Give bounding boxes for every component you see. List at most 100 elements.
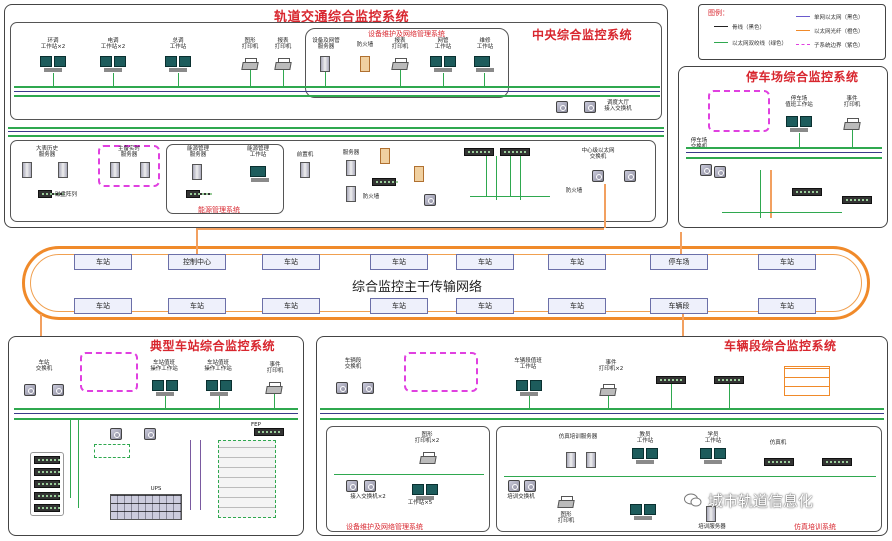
ring-top-node-1[interactable]: 车站 — [74, 254, 132, 270]
interface-server-icon-a[interactable] — [346, 160, 356, 176]
lower-array-icon[interactable] — [372, 178, 398, 186]
energy-array-icon[interactable] — [186, 190, 212, 198]
lower-switch-icon[interactable] — [424, 194, 436, 206]
station-dev-1[interactable] — [34, 456, 60, 464]
station-switch-icon-a[interactable] — [24, 384, 36, 396]
disk-array-icon[interactable] — [38, 190, 64, 198]
yard-switch-icon-a[interactable] — [336, 382, 348, 394]
power-workstation-icon[interactable] — [100, 56, 126, 73]
fep-label: 前置机 — [296, 152, 314, 158]
station-dev-5[interactable] — [34, 504, 60, 512]
depot-rack-a[interactable] — [792, 188, 822, 196]
depot-boundary — [708, 90, 770, 132]
station-printer-icon[interactable] — [265, 382, 283, 394]
yard-printer-icon[interactable] — [599, 384, 617, 396]
station-workstation-icon-b[interactable] — [206, 380, 232, 397]
history-server-icon-a[interactable] — [22, 162, 32, 178]
sim-rack-a[interactable] — [764, 458, 794, 466]
history-server-icon-b[interactable] — [58, 162, 68, 178]
teacher-workstation-icon[interactable] — [632, 448, 658, 465]
station-dev-3[interactable] — [34, 480, 60, 488]
interface-server-icon-b[interactable] — [346, 186, 356, 202]
rack-b[interactable] — [500, 148, 530, 156]
student-workstation-icon[interactable] — [700, 448, 726, 465]
legend-entry-1: 骨线（黑色） — [732, 25, 766, 31]
nms-workstation-icon[interactable] — [430, 56, 456, 73]
train-server-icon[interactable] — [706, 506, 716, 522]
realtime-server-icon-a[interactable] — [110, 162, 120, 178]
ring-top-node-2[interactable]: 控制中心 — [168, 254, 226, 270]
yard-graphic-printer-icon[interactable] — [419, 452, 437, 464]
yard-mgmt-workstation[interactable] — [412, 484, 438, 501]
train-switch-b[interactable] — [524, 480, 536, 492]
hall-switch-icon-b[interactable] — [584, 101, 596, 113]
sim-server-icon-a[interactable] — [566, 452, 576, 468]
station-fep-rack[interactable] — [254, 428, 284, 436]
ring-top-node-7[interactable]: 停车场 — [650, 254, 708, 270]
maint-workstation-icon[interactable] — [474, 56, 494, 73]
ring-bottom-node-1[interactable]: 车站 — [74, 298, 132, 314]
yard-switch-icon-b[interactable] — [362, 382, 374, 394]
station-workstation-icon-a[interactable] — [152, 380, 178, 397]
central-lower-panel — [10, 140, 656, 222]
sim-rack-b[interactable] — [822, 458, 852, 466]
env-workstation-icon[interactable] — [40, 56, 66, 73]
fep-panel[interactable] — [218, 440, 276, 518]
energy-server-icon[interactable] — [192, 164, 202, 180]
lower-firewall-icon-a[interactable] — [380, 148, 390, 164]
legend-title: 图例： — [708, 9, 729, 17]
mgmt-server-icon[interactable] — [320, 56, 330, 72]
yard-rack-b[interactable] — [714, 376, 744, 384]
report-printer-icon[interactable] — [274, 58, 292, 70]
energy-system-label: 能源管理系统 — [198, 206, 240, 214]
io-module-grid[interactable] — [110, 494, 182, 520]
fep-icon[interactable] — [300, 162, 310, 178]
station-dev-4[interactable] — [34, 492, 60, 500]
ring-top-node-5[interactable]: 车站 — [456, 254, 514, 270]
energy-workstation-icon[interactable] — [250, 166, 269, 183]
ring-bottom-node-8[interactable]: 车站 — [758, 298, 816, 314]
mgmt-system-label: 设备维护及网络管理系统 — [368, 30, 445, 38]
yard-rack-a[interactable] — [656, 376, 686, 384]
graphic-printer-icon[interactable] — [241, 58, 259, 70]
depot-switch-icon-a[interactable] — [700, 164, 712, 176]
ring-top-node-6[interactable]: 车站 — [548, 254, 606, 270]
station-sub-switch-b[interactable] — [144, 428, 156, 440]
rack-a[interactable] — [464, 148, 494, 156]
ring-top-node-8[interactable]: 车站 — [758, 254, 816, 270]
station-sub-switch-a[interactable] — [110, 428, 122, 440]
ring-top-node-3[interactable]: 车站 — [262, 254, 320, 270]
ring-bottom-node-5[interactable]: 车站 — [456, 298, 514, 314]
ring-bottom-node-3[interactable]: 车站 — [262, 298, 320, 314]
yard-workstation-icon[interactable] — [516, 380, 542, 397]
depot-workstation-icon[interactable] — [786, 116, 812, 133]
graphic-printer-label: 图形 打印机 — [241, 38, 259, 50]
ring-bottom-node-7[interactable]: 车辆段 — [650, 298, 708, 314]
yard-access-switch-b[interactable] — [364, 480, 376, 492]
depot-printer-icon[interactable] — [843, 118, 861, 130]
chief-workstation-icon[interactable] — [165, 56, 191, 73]
train-printer-icon[interactable] — [557, 496, 575, 508]
ring-bottom-node-6[interactable]: 车站 — [548, 298, 606, 314]
station-switch-icon-b[interactable] — [52, 384, 64, 396]
firewall-icon[interactable] — [360, 56, 370, 72]
sim-server-icon-b[interactable] — [586, 452, 596, 468]
yard-device-stack[interactable] — [784, 366, 830, 396]
depot-rack-b[interactable] — [842, 196, 872, 204]
lower-firewall-icon-b[interactable] — [414, 166, 424, 182]
ring-top-node-4[interactable]: 车站 — [370, 254, 428, 270]
ring-bottom-node-2[interactable]: 车站 — [168, 298, 226, 314]
ring-bottom-node-4[interactable]: 车站 — [370, 298, 428, 314]
station-dev-2[interactable] — [34, 468, 60, 476]
train-switch-a[interactable] — [508, 480, 520, 492]
yard-access-switch-a[interactable] — [346, 480, 358, 492]
center-firewall-icon[interactable] — [624, 170, 636, 182]
mgmt-printer-icon[interactable] — [391, 58, 409, 70]
realtime-server-icon-b[interactable] — [140, 162, 150, 178]
yard-mgmt-group — [326, 426, 490, 532]
ctrl-fiber-b — [604, 184, 606, 228]
train-workstation-bottom[interactable] — [630, 504, 656, 521]
depot-switch-icon-b[interactable] — [714, 166, 726, 178]
center-switch-icon[interactable] — [592, 170, 604, 182]
hall-switch-icon-a[interactable] — [556, 101, 568, 113]
